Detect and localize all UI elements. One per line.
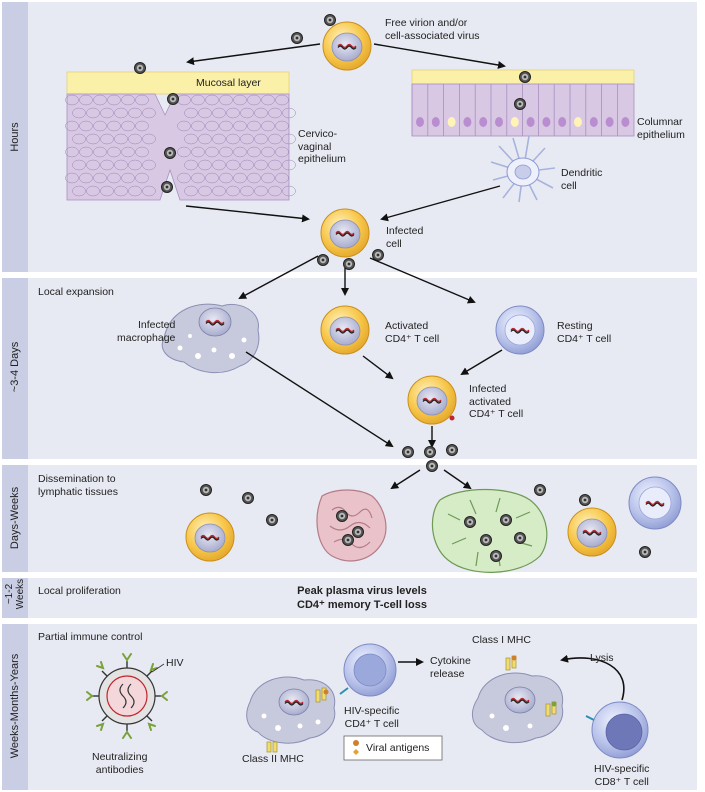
arrow-to-resting xyxy=(369,257,476,304)
virion xyxy=(167,93,179,105)
viral-bud xyxy=(449,415,455,421)
virion xyxy=(500,514,512,526)
virion xyxy=(266,514,278,526)
virion xyxy=(464,516,476,528)
dendritic-cell-label: Dendritic cell xyxy=(561,167,603,192)
local-proliferation-label: Local proliferation xyxy=(38,585,121,597)
virion xyxy=(342,534,354,546)
columnar-epithelium xyxy=(411,69,635,137)
infected-cell-label: Infected cell xyxy=(386,225,424,250)
virion xyxy=(161,181,173,193)
neutralizing-label: Neutralizing antibodies xyxy=(92,751,148,776)
class-i-mhc-label: Class I MHC xyxy=(472,634,531,646)
target-cell xyxy=(472,655,564,743)
activated-cd4-t-cell xyxy=(321,306,369,354)
virion xyxy=(372,249,384,261)
panel-long-term xyxy=(2,624,697,790)
panel-3-4-days xyxy=(2,278,697,459)
hiv-specific-cd4-label: HIV-specific CD4⁺ T cell xyxy=(344,705,400,730)
infected-cell xyxy=(321,209,369,257)
dendritic-cell xyxy=(490,135,556,203)
arrow-to-mucosa xyxy=(186,43,321,66)
arrow-to-gut xyxy=(390,469,421,490)
virion xyxy=(639,546,651,558)
activated-cd4-label: Activated CD4⁺ T cell xyxy=(385,320,440,345)
infected-t-cell-right xyxy=(568,508,616,556)
arrow-macrophage-to-virions xyxy=(245,351,394,448)
arrow-resting-to-infected xyxy=(460,349,503,376)
arrow-dendritic-to-infected xyxy=(380,185,501,222)
virion xyxy=(317,254,329,266)
infected-macrophage-label: Infected macrophage xyxy=(117,319,176,344)
virion xyxy=(514,98,526,110)
resting-cd4-t-cell xyxy=(495,305,545,355)
section-label-1-2-weeks: ~1-2 Weeks xyxy=(4,578,26,610)
virion xyxy=(352,526,364,538)
hiv-label: HIV xyxy=(166,657,184,669)
virion xyxy=(519,71,531,83)
antigen-presenting-cell xyxy=(246,676,336,753)
infected-activated-cd4-label: Infected activated CD4⁺ T cell xyxy=(469,383,524,420)
partial-control-label: Partial immune control xyxy=(38,631,143,643)
intestine xyxy=(316,489,387,562)
virion xyxy=(480,534,492,546)
virion xyxy=(424,446,436,458)
dissemination-label: Dissemination to lymphatic tissues xyxy=(38,473,118,498)
virion xyxy=(134,62,146,74)
lysis-label: Lysis xyxy=(590,652,614,664)
virion xyxy=(324,14,336,26)
hiv-specific-cd8-label: HIV-specific CD8⁺ T cell xyxy=(594,763,650,788)
virion xyxy=(164,147,176,159)
hiv-specific-cd8-t-cell xyxy=(585,701,649,759)
hiv-specific-cd4-t-cell xyxy=(339,643,397,697)
arrow-epithelium-to-infected xyxy=(185,205,310,223)
local-expansion-label: Local expansion xyxy=(38,286,114,298)
virion xyxy=(402,446,414,458)
panel-1-2-weeks xyxy=(2,578,697,618)
arrow-activated-to-infected xyxy=(362,355,394,380)
virion xyxy=(426,460,438,472)
virion xyxy=(534,484,546,496)
section-label-3-4-days: ~3-4 Days xyxy=(9,341,21,393)
free-virion-cell xyxy=(323,22,371,70)
arrow-to-columnar xyxy=(373,43,506,69)
virion xyxy=(200,484,212,496)
infected-macrophage xyxy=(161,303,260,374)
cytokine-label: Cytokine release xyxy=(430,655,471,680)
lysis-arrow xyxy=(560,654,625,701)
cervico-vaginal-epithelium xyxy=(65,71,296,201)
cervico-vaginal-label: Cervico- vaginal epithelium xyxy=(298,128,346,165)
viral-antigens-legend xyxy=(343,735,443,761)
viral-antigens-label: Viral antigens xyxy=(366,742,430,754)
columnar-epithelium-label: Columnar epithelium xyxy=(637,116,685,141)
hiv-pointer xyxy=(151,663,165,673)
hiv-virion xyxy=(86,653,168,739)
virion xyxy=(343,258,355,270)
class-ii-mhc-label: Class II MHC xyxy=(242,753,304,765)
peak-plasma-label: Peak plasma virus levels xyxy=(297,585,427,597)
virion xyxy=(579,494,591,506)
virion xyxy=(291,32,303,44)
infected-activated-cd4 xyxy=(408,376,456,424)
lymph-node xyxy=(431,488,548,573)
section-label-days-weeks: Days-Weeks xyxy=(9,486,21,550)
free-virion-label: Free virion and/or cell-associated virus xyxy=(385,17,480,42)
virion xyxy=(242,492,254,504)
section-label-long-term: Weeks-Months-Years xyxy=(9,653,21,759)
section-label-hours: Hours xyxy=(9,122,21,152)
mucosal-layer-label: Mucosal layer xyxy=(196,77,261,89)
arrow-to-lymph-node xyxy=(443,469,472,490)
memory-loss-label: CD4⁺ memory T-cell loss xyxy=(297,599,427,611)
arrow-to-macrophage xyxy=(238,255,319,299)
virion xyxy=(446,444,458,456)
blue-t-cell xyxy=(628,476,682,530)
virion xyxy=(514,532,526,544)
infected-t-cell-left xyxy=(186,513,234,561)
resting-cd4-label: Resting CD4⁺ T cell xyxy=(557,320,612,345)
virion xyxy=(490,550,502,562)
virion xyxy=(336,510,348,522)
